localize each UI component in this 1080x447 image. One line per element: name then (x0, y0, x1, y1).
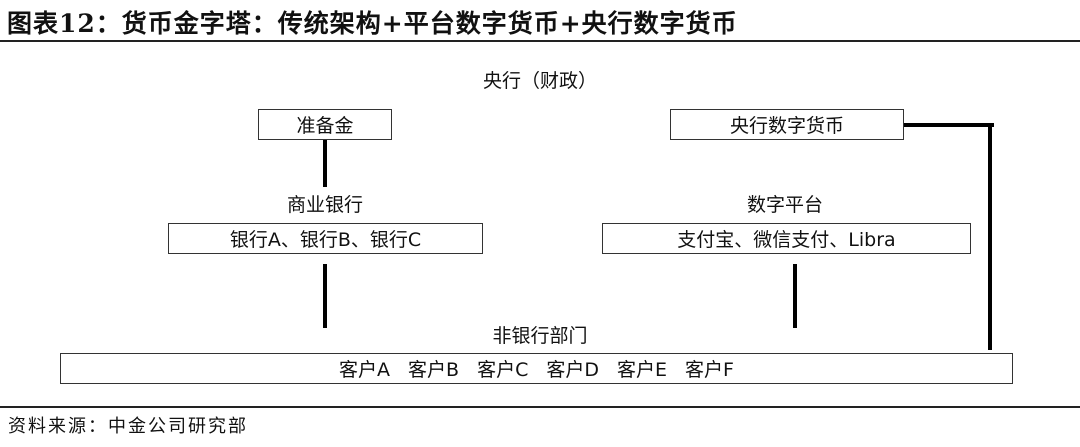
connector-reserve-to-banks (323, 140, 327, 187)
reserve-box: 准备金 (258, 109, 392, 140)
platforms-box: 支付宝、微信支付、Libra (602, 223, 971, 254)
digital-platform-label: 数字平台 (746, 194, 823, 216)
non-bank-label: 非银行部门 (492, 325, 588, 347)
source-divider (0, 406, 1080, 408)
non-bank-box: 客户A 客户B 客户C 客户D 客户E 客户F (60, 353, 1013, 384)
figure-title: 图表12：货币金字塔：传统架构+平台数字货币+央行数字货币 (7, 9, 738, 38)
central-bank-label: 央行（财政） (482, 70, 597, 92)
connector-cbdc-horizontal (904, 123, 994, 127)
cbdc-box: 央行数字货币 (670, 109, 904, 140)
connector-banks-to-nonbank (323, 264, 327, 328)
title-divider (0, 40, 1080, 42)
banks-box: 银行A、银行B、银行C (168, 223, 483, 254)
client-list: 客户A 客户B 客户C 客户D 客户E 客户F (339, 355, 734, 382)
connector-platforms-to-nonbank (793, 264, 797, 328)
client-item: 客户F (685, 359, 734, 381)
client-item: 客户D (546, 359, 599, 381)
client-item: 客户C (477, 359, 529, 381)
connector-cbdc-vertical (988, 123, 992, 350)
source-note: 资料来源：中金公司研究部 (8, 416, 248, 437)
client-item: 客户A (339, 359, 391, 381)
client-item: 客户B (408, 359, 460, 381)
client-item: 客户E (617, 359, 668, 381)
commercial-banks-label: 商业银行 (286, 194, 363, 216)
